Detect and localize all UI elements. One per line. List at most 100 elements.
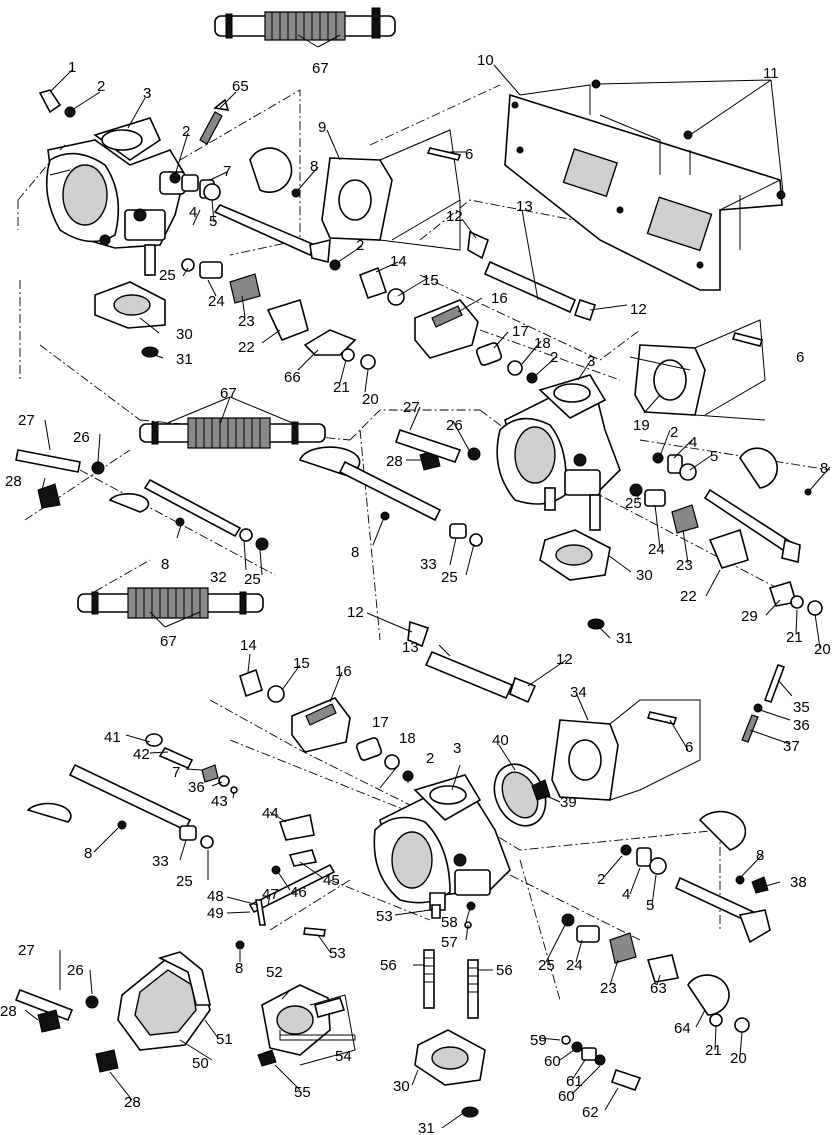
oring-part-58	[466, 901, 476, 911]
needle-part-42	[158, 746, 194, 770]
screw-part-28d	[95, 1049, 119, 1073]
callout-8: 8	[820, 460, 828, 477]
pump-cover-50	[117, 959, 211, 1051]
spacer-part-24a	[199, 261, 223, 279]
callout-20: 20	[362, 391, 379, 408]
screw-part-8f	[235, 940, 245, 950]
throttle-plate	[249, 147, 293, 193]
oring-part-26b	[467, 447, 481, 461]
fitting-part-7	[181, 174, 199, 192]
ring-part-59	[561, 1035, 571, 1045]
callout-13: 13	[516, 198, 533, 215]
screw-part-55	[257, 1049, 277, 1067]
callout-13: 13	[402, 639, 419, 656]
callout-47: 47	[262, 886, 279, 903]
washer-part-21c	[709, 1013, 723, 1027]
fuel-hose-middle	[139, 417, 326, 449]
needle-assembly-16	[414, 299, 479, 359]
washer-part-21b	[790, 595, 804, 609]
callout-55: 55	[294, 1084, 311, 1101]
washer-part-2b	[329, 259, 341, 271]
stud-part-56a	[423, 949, 435, 1009]
callout-labels: 1 2 3 65 67 10 11 2 9 6 7 8 4 5 12 13 2 …	[0, 52, 831, 1135]
callout-6: 6	[796, 349, 804, 366]
callout-20: 20	[814, 641, 831, 658]
callout-5: 5	[646, 897, 654, 914]
callout-40: 40	[492, 732, 509, 749]
washer-part-18b	[384, 754, 400, 770]
callout-20: 20	[730, 1050, 747, 1067]
callout-30: 30	[393, 1078, 410, 1095]
callout-60: 60	[558, 1088, 575, 1105]
washer-part-25d	[629, 483, 643, 497]
callout-12: 12	[630, 301, 647, 318]
callout-2: 2	[550, 349, 558, 366]
callout-26: 26	[67, 962, 84, 979]
callout-7: 7	[223, 163, 231, 180]
stud-part-56b	[467, 959, 479, 1019]
washer-part-25c	[469, 533, 483, 547]
callout-52: 52	[266, 964, 283, 981]
needle-assembly-16b	[291, 697, 351, 753]
callout-39: 39	[560, 794, 577, 811]
callout-24: 24	[208, 293, 225, 310]
clip-part-45	[288, 849, 318, 867]
callout-12: 12	[556, 651, 573, 668]
screw-part-28c	[37, 1009, 61, 1033]
callout-67: 67	[160, 633, 177, 650]
washer-part-15b	[267, 685, 285, 703]
spring-part-61	[581, 1047, 597, 1061]
callout-4: 4	[689, 434, 697, 451]
callout-5: 5	[710, 448, 718, 465]
callout-28: 28	[386, 453, 403, 470]
screw-part-8e	[117, 820, 127, 830]
nut-part-31c	[461, 1106, 479, 1118]
callout-29: 29	[741, 608, 758, 625]
callout-25: 25	[625, 495, 642, 512]
callout-59: 59	[530, 1032, 547, 1049]
callout-16: 16	[491, 290, 508, 307]
callout-53: 53	[329, 945, 346, 962]
callout-2: 2	[97, 78, 105, 95]
fuel-tube-13	[483, 260, 577, 314]
callout-8: 8	[161, 556, 169, 573]
callout-28: 28	[0, 1003, 17, 1020]
pin-part-53a	[431, 904, 441, 919]
callout-8: 8	[351, 544, 359, 561]
callout-51: 51	[216, 1031, 233, 1048]
callout-44: 44	[262, 805, 279, 822]
pump-housing-52	[261, 984, 331, 1056]
washer-part-32	[239, 528, 253, 542]
needle-part-27b	[394, 428, 462, 463]
throttle-shaft-upper	[213, 188, 331, 264]
callout-49: 49	[207, 905, 224, 922]
callout-15: 15	[422, 272, 439, 289]
fitting-part-17	[475, 342, 503, 366]
callout-41: 41	[104, 729, 121, 746]
spring-part-7b	[201, 764, 219, 783]
callout-21: 21	[333, 379, 350, 396]
spring-part-37	[741, 714, 759, 743]
washer-part-5	[203, 183, 221, 201]
callout-36: 36	[793, 717, 810, 734]
needle-part-27a	[15, 449, 81, 473]
clip-part-12c	[407, 620, 430, 648]
callout-5: 5	[209, 213, 217, 230]
screw-part-6c	[646, 711, 678, 725]
oring-part-60b	[594, 1054, 606, 1066]
carburetor-upper-left	[45, 117, 186, 276]
throttle-plate-f	[698, 810, 747, 851]
cap-part-41	[145, 733, 163, 747]
callout-10: 10	[477, 52, 494, 69]
spacer-part-14b	[239, 668, 263, 698]
callout-17: 17	[372, 714, 389, 731]
callout-48: 48	[207, 888, 224, 905]
callout-31: 31	[616, 630, 633, 647]
oring-part-2	[169, 172, 181, 184]
throttle-plate-b	[108, 493, 150, 513]
callout-11: 11	[763, 65, 779, 82]
callout-27: 27	[403, 399, 420, 416]
callout-62: 62	[582, 1104, 599, 1121]
callout-15: 15	[293, 655, 310, 672]
washer-part-36b	[218, 775, 230, 787]
